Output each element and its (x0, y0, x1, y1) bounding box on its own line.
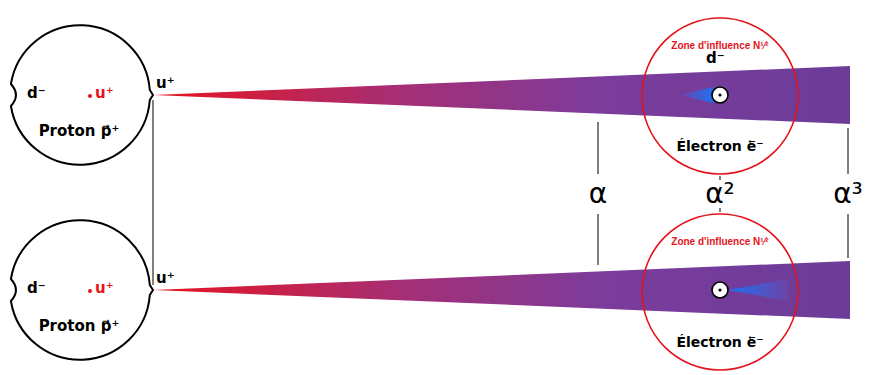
electron-symbol (712, 282, 728, 298)
electron-symbol (712, 87, 728, 103)
particle-label: Proton p⃗⁺ (39, 122, 120, 140)
electron-cone (680, 87, 713, 103)
quark-dot (88, 94, 92, 98)
quark-label: u⁺ (95, 84, 114, 102)
angle-label: α³ (833, 180, 863, 208)
zone-label: Zone d'influence N¹⁄² (671, 236, 768, 248)
field-beam (153, 261, 850, 319)
zone-outline (642, 18, 798, 174)
quark-label: u⁺ (156, 74, 175, 92)
quark-label: u⁺ (95, 279, 114, 297)
electron-dot (718, 93, 721, 96)
particle-label: Proton p⃗⁺ (39, 317, 120, 335)
proton-shape: d⁻u⁺Proton p⃗⁺u⁺ (5, 217, 153, 363)
particle-label: Électron e⃖⁻ (676, 138, 763, 155)
zone-outline (642, 214, 798, 370)
quark-label: d⁻ (706, 49, 725, 67)
quark-label: d⁻ (27, 279, 46, 297)
leader-line (598, 122, 599, 174)
angle-label: α (589, 180, 607, 208)
quark-dot (88, 289, 92, 293)
proton-shape: d⁻u⁺Proton p⃗⁺u⁺ (5, 22, 153, 168)
influence-zone: Zone d'influence N¹⁄²d⁻Électron e⃖⁻ (640, 16, 800, 176)
leader-line (848, 214, 849, 258)
quark-label: u⁺ (156, 269, 175, 287)
influence-zone: Zone d'influence N¹⁄² Électron e⃖⁻ (640, 212, 800, 372)
quark-label: d⁻ (27, 84, 46, 102)
electron-cone (728, 279, 788, 301)
connector-line (153, 100, 154, 285)
particle-label: Électron e⃖⁻ (676, 334, 763, 351)
field-beam (153, 66, 850, 124)
proton-outline (11, 220, 153, 360)
electron-dot (718, 288, 721, 291)
proton-outline (11, 25, 153, 165)
angle-label: α² (702, 180, 738, 208)
leader-line (598, 214, 599, 265)
leader-line (848, 128, 849, 174)
